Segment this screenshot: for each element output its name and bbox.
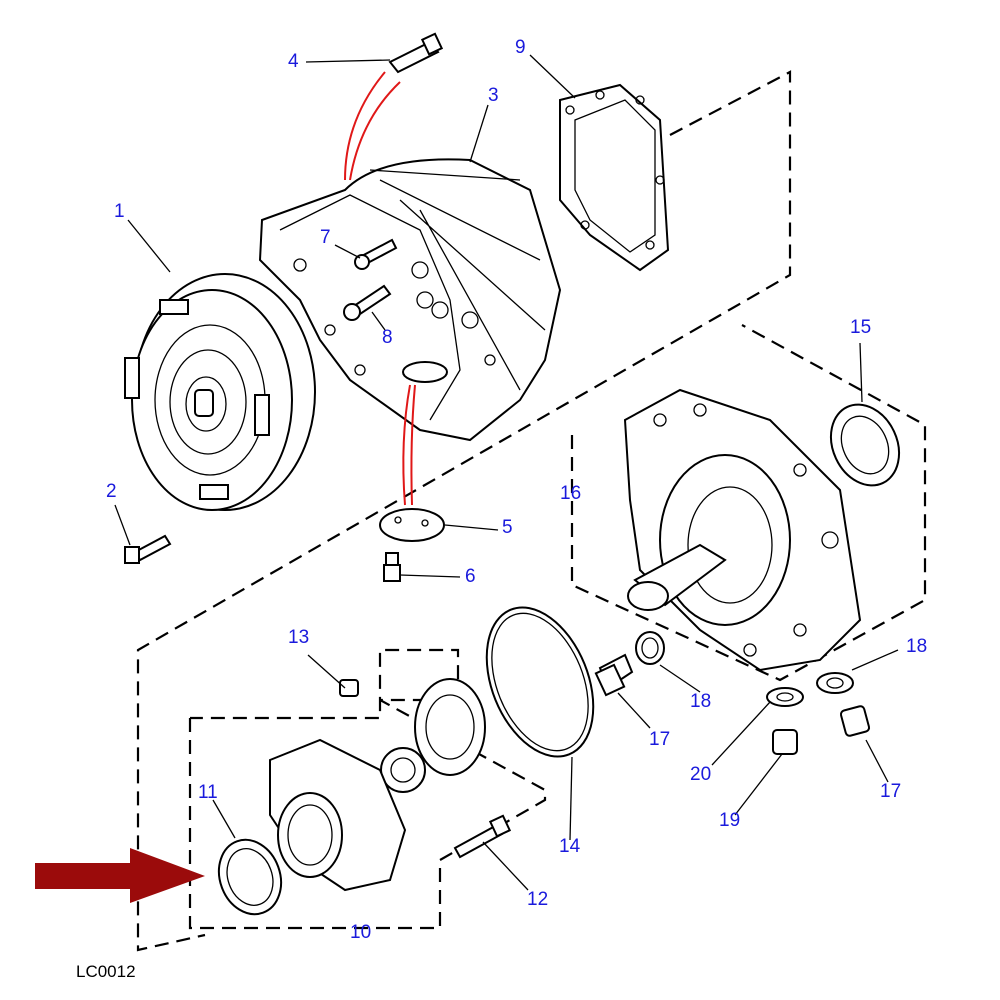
o-ring <box>485 606 595 758</box>
callout-12[interactable]: 12 <box>527 889 549 910</box>
callout-17-plug-left[interactable]: 17 <box>649 729 671 750</box>
callout-18-washer-left[interactable]: 18 <box>690 691 712 712</box>
callout-2[interactable]: 2 <box>106 481 117 502</box>
callout-3[interactable]: 3 <box>488 85 499 106</box>
plugs-and-washers <box>594 631 871 755</box>
cover-plate <box>379 508 445 582</box>
callout-7[interactable]: 7 <box>320 227 331 248</box>
callout-16[interactable]: 16 <box>560 483 582 504</box>
torque-converter <box>124 273 316 511</box>
callout-11[interactable]: 11 <box>198 782 218 803</box>
callout-8[interactable]: 8 <box>382 327 393 348</box>
pump-body <box>623 388 862 672</box>
callout-15[interactable]: 15 <box>850 317 872 338</box>
callout-18-washer-right[interactable]: 18 <box>906 636 928 657</box>
callout-1[interactable]: 1 <box>114 201 125 222</box>
front-seal <box>217 838 283 916</box>
callout-9[interactable]: 9 <box>515 37 526 58</box>
callout-19[interactable]: 19 <box>719 810 741 831</box>
bolt-2 <box>124 534 172 564</box>
callout-4[interactable]: 4 <box>288 51 299 72</box>
housing-bolts <box>343 32 444 321</box>
callout-13[interactable]: 13 <box>288 627 310 648</box>
diagram-code: LC0012 <box>76 962 136 981</box>
callout-14[interactable]: 14 <box>559 836 581 857</box>
callout-5[interactable]: 5 <box>502 517 513 538</box>
pump-assembly <box>269 678 512 892</box>
highlight-arrow <box>35 848 205 903</box>
callout-17-plug-right[interactable]: 17 <box>880 781 902 802</box>
gasket <box>559 83 670 272</box>
callout-10[interactable]: 10 <box>350 922 372 943</box>
leader-lines <box>114 54 899 891</box>
highlight-lines <box>344 71 416 506</box>
transmission-housing <box>258 158 562 442</box>
washer-15 <box>829 403 901 487</box>
dashed-group-outlines <box>136 70 927 952</box>
callout-6[interactable]: 6 <box>465 566 476 587</box>
callout-20[interactable]: 20 <box>690 764 712 785</box>
